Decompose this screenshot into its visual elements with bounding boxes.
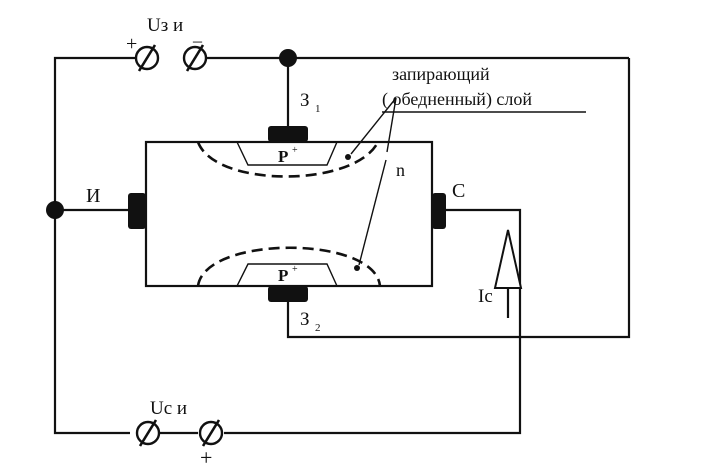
- junction-dot-icon: [46, 201, 64, 219]
- terminal-circle-slash-icon: [135, 419, 161, 447]
- circuit-wires: [53, 56, 631, 435]
- terminal-circle-slash-icon: [182, 44, 208, 72]
- gate-minus-label: _: [192, 24, 203, 44]
- wire-bottom-left: [53, 210, 130, 435]
- gate-plus-label: +: [126, 33, 137, 55]
- wire-top-left: [53, 56, 135, 210]
- terminal-circle-slash-icon: [198, 419, 224, 447]
- p-region-top-label: P: [278, 147, 288, 166]
- transistor-body: [128, 126, 446, 302]
- drain-voltage-label: Uc и: [150, 398, 187, 419]
- gate-contact-top: [268, 126, 308, 142]
- drain-plus-label: +: [200, 445, 212, 470]
- junction-dot-icon: [279, 49, 297, 67]
- wire-right-return: [286, 58, 631, 339]
- gate-contact-bottom: [268, 286, 308, 302]
- depletion-layer-bottom: [196, 246, 382, 287]
- depletion-layer-top: [196, 141, 380, 178]
- p-region-bottom-label: P: [278, 266, 288, 285]
- drain-label: С: [452, 180, 465, 202]
- gate-top-label: З: [300, 90, 310, 111]
- gate-voltage-label: Uз и: [147, 15, 183, 36]
- drain-current-label: Ic: [478, 286, 493, 307]
- source-label: И: [86, 185, 100, 207]
- p-region-bottom: [235, 263, 339, 287]
- wire-drain: [224, 208, 522, 435]
- depletion-dot-top: [345, 154, 351, 160]
- current-arrow-icon: [493, 229, 523, 318]
- n-region-label: n: [396, 160, 405, 180]
- p-region-top-sup: +: [292, 145, 298, 156]
- depletion-dot-bottom: [354, 265, 360, 271]
- p-region-bottom-sup: +: [292, 264, 298, 275]
- depletion-layer-label-line1: запирающий: [392, 64, 490, 84]
- source-contact: [128, 193, 146, 229]
- gate-bottom-label: З: [300, 309, 310, 330]
- callout-leaders: [350, 97, 397, 266]
- gate-bottom-subscript: 2: [315, 322, 321, 334]
- terminal-circle-slash-icon: [134, 44, 160, 72]
- drain-contact: [432, 193, 446, 229]
- depletion-layer-label-line2: ( обедненный) слой: [382, 89, 532, 110]
- gate-top-subscript: 1: [315, 103, 321, 115]
